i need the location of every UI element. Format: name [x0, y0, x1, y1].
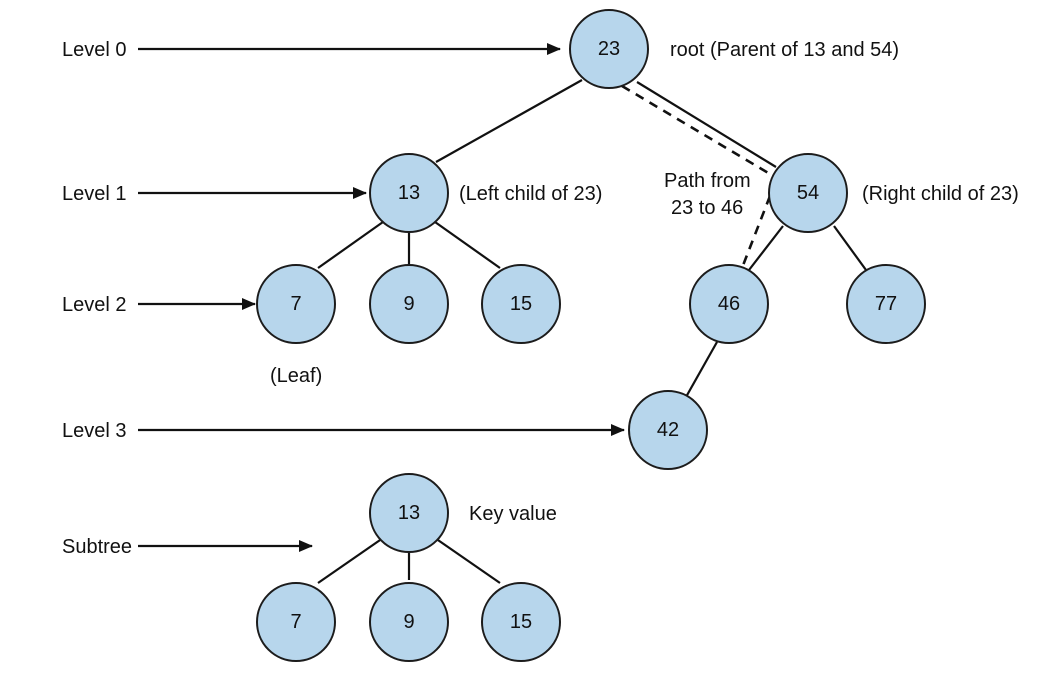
leaf-annotation: (Leaf) [270, 365, 322, 387]
left-child-annotation: (Left child of 23) [459, 183, 602, 205]
subtree-label: Subtree [62, 536, 132, 558]
node-15: 15 [481, 264, 561, 344]
svg-text:23: 23 [598, 38, 620, 60]
tree-edges [317, 79, 867, 584]
edge-54-77 [833, 225, 867, 271]
svg-text:54: 54 [797, 182, 819, 204]
subtree-edge-13-15 [434, 537, 501, 584]
node-42: 42 [628, 390, 708, 470]
edge-23-54 [636, 81, 777, 168]
tree-nodes: 23 13 54 7 9 15 46 77 [256, 9, 926, 662]
right-child-annotation: (Right child of 23) [862, 183, 1019, 205]
path-annotation-line2: 23 to 46 [671, 197, 743, 219]
level-arrows [138, 43, 625, 552]
svg-text:46: 46 [718, 293, 740, 315]
level-0-label: Level 0 [62, 39, 127, 61]
node-right-child: 54 [768, 153, 848, 233]
svg-text:15: 15 [510, 611, 532, 633]
subtree-node-root: 13 [369, 473, 449, 553]
edge-13-7 [317, 221, 384, 269]
svg-text:15: 15 [510, 293, 532, 315]
node-left-child: 13 [369, 153, 449, 233]
node-77: 77 [846, 264, 926, 344]
path-54-46-dashed [740, 195, 772, 269]
level-2-label: Level 2 [62, 294, 127, 316]
subtree-node-7: 7 [256, 582, 336, 662]
node-leaf-7: 7 [256, 264, 336, 344]
svg-text:9: 9 [403, 293, 414, 315]
subtree-edge-13-7 [317, 537, 384, 584]
svg-text:7: 7 [290, 611, 301, 633]
svg-text:9: 9 [403, 611, 414, 633]
svg-text:42: 42 [657, 419, 679, 441]
edge-23-13 [435, 79, 583, 163]
root-annotation: root (Parent of 13 and 54) [670, 39, 899, 61]
edge-46-42 [685, 341, 718, 398]
level-3-label: Level 3 [62, 420, 127, 442]
key-value-annotation: Key value [469, 503, 557, 525]
subtree-node-15: 15 [481, 582, 561, 662]
subtree-node-9: 9 [369, 582, 449, 662]
level-1-label: Level 1 [62, 183, 127, 205]
path-23-54-dashed [621, 84, 771, 176]
path-annotation-line1: Path from [664, 170, 751, 192]
node-46: 46 [689, 264, 769, 344]
svg-text:77: 77 [875, 293, 897, 315]
edge-13-15 [434, 221, 501, 269]
node-root: 23 [569, 9, 649, 89]
node-9: 9 [369, 264, 449, 344]
svg-text:13: 13 [398, 502, 420, 524]
svg-text:7: 7 [290, 293, 301, 315]
edge-54-46 [748, 225, 784, 271]
svg-text:13: 13 [398, 182, 420, 204]
